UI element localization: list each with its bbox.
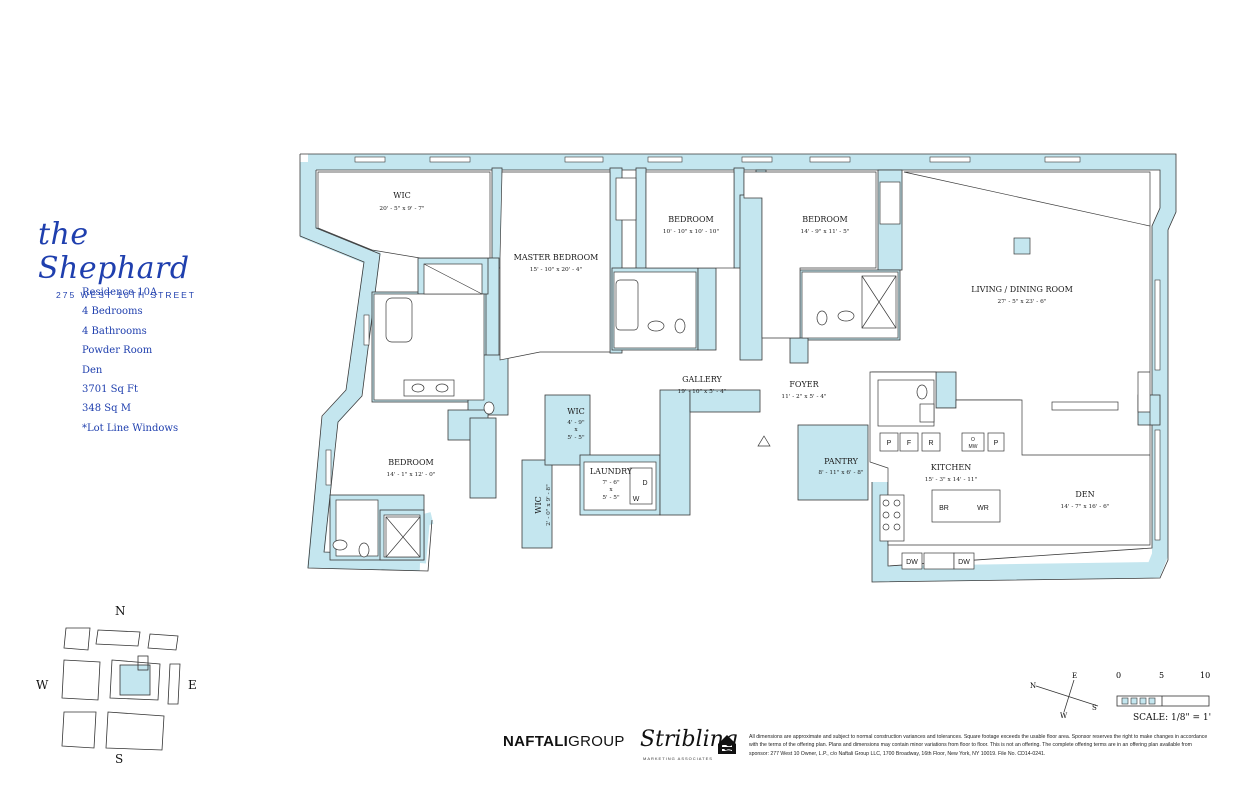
room-title-gallery: GALLERY: [682, 375, 722, 384]
location-map: [61, 627, 181, 751]
kitchen-fixtures: [629, 237, 1119, 570]
room-title-kitchen: KITCHEN: [931, 463, 971, 472]
fixture-wine-refrigerator: WR: [977, 505, 989, 512]
equal-housing-icon: [718, 735, 736, 754]
fixture-microwave: MW: [969, 444, 978, 450]
brand-address: 275 WEST 10TH STREET: [56, 290, 196, 300]
fact-bathrooms: 4 Bathrooms: [82, 325, 147, 337]
room-dims-bedroom-2: 10' - 10" x 10' - 10": [663, 229, 720, 235]
scale-tick-10: 10: [1200, 671, 1210, 680]
fixture-washer: W: [633, 496, 640, 503]
room-dims-wic-3: 2' - 0" x 9' - 8": [546, 484, 552, 526]
compass-n: N: [1030, 682, 1036, 690]
room-title-wic-3: WIC: [534, 496, 543, 514]
fixture-dryer: D: [642, 480, 647, 487]
room-title-foyer: FOYER: [789, 380, 819, 389]
scale-caption: SCALE: 1/8" = 1': [1133, 713, 1212, 723]
room-dims-laundry-x: x: [609, 487, 613, 493]
fact-bedrooms: 4 Bedrooms: [82, 306, 143, 318]
room-dims-wic: 20' - 5" x 9' - 7": [379, 206, 425, 212]
fixture-pantry-2: P: [994, 440, 999, 447]
room-title-den: DEN: [1075, 490, 1094, 499]
room-dims-pantry: 8' - 11" x 6' - 8": [818, 470, 864, 476]
map-north: N: [115, 604, 126, 618]
compass-e: E: [1072, 672, 1077, 680]
fixture-fridge: F: [907, 440, 911, 447]
fixture-pantry-1: P: [887, 440, 892, 447]
compass-w: W: [1060, 712, 1068, 720]
room-dims-wic-2-x: x: [574, 427, 578, 433]
room-title-laundry: LAUNDRY: [590, 467, 633, 476]
naftali-logo-bold: NAFTALI: [503, 733, 569, 750]
fixture-dishwasher-2: DW: [958, 559, 970, 566]
room-title-master-bedroom: MASTER BEDROOM: [514, 253, 599, 262]
room-title-wic-2: WIC: [567, 407, 585, 416]
fixture-oven: O: [971, 437, 975, 443]
room-dims-gallery: 19' - 10" x 5' - 4": [678, 389, 727, 395]
brand-block: the Shephard 275 WEST 10TH STREET: [38, 217, 238, 301]
room-dims-bedroom-4: 14' - 1" x 12' - 0": [387, 472, 436, 478]
scale-bar: 0 5 10: [1116, 671, 1210, 707]
room-interiors: [317, 171, 1151, 558]
fixture-dishwasher-1: DW: [906, 559, 918, 566]
fact-den: Den: [82, 364, 103, 376]
wall-outlines: [299, 153, 1177, 583]
fact-residence: Residence 10A: [82, 287, 158, 298]
naftali-group-logo: NAFTALIGROUP: [503, 733, 625, 750]
room-title-pantry: PANTRY: [824, 457, 859, 466]
fact-powder-room: Powder Room: [82, 345, 153, 357]
fixture-refrigerator: R: [928, 440, 933, 447]
stribling-logo: Stribling: [640, 727, 738, 752]
stribling-subtitle: MARKETING ASSOCIATES: [643, 756, 713, 761]
map-south: S: [115, 752, 124, 766]
room-labels: WIC 20' - 5" x 9' - 7" MASTER BEDROOM 15…: [379, 191, 1109, 526]
room-dims-foyer: 11' - 2" x 5' - 4": [781, 394, 827, 400]
map-west: W: [36, 678, 49, 692]
fact-sqft: 3701 Sq Ft: [82, 383, 139, 395]
room-title-bedroom-2: BEDROOM: [668, 215, 713, 224]
brand-logo: the Shephard: [38, 217, 190, 286]
fact-sqm: 348 Sq M: [82, 403, 131, 415]
room-dims-laundry-a: 7' - 6": [602, 480, 620, 486]
room-dims-wic-2-a: 4' - 9": [567, 420, 585, 426]
windows: [325, 156, 1161, 541]
fact-lot-line: *Lot Line Windows: [82, 422, 179, 434]
room-dims-living: 27' - 5" x 23' - 6": [998, 299, 1047, 305]
room-title-bedroom-3: BEDROOM: [802, 215, 847, 224]
room-title-living: LIVING / DINING ROOM: [971, 285, 1073, 294]
room-dims-bedroom-3: 14' - 9" x 11' - 5": [801, 229, 850, 235]
room-dims-master-bedroom: 15' - 10" x 20' - 4": [530, 267, 583, 273]
scale-tick-5: 5: [1159, 671, 1164, 680]
bath-fixtures: [332, 177, 935, 558]
scale-tick-0: 0: [1116, 671, 1121, 680]
north-arrow-compass: N E S W: [1030, 672, 1099, 720]
fixture-labels: P F R O MW P BR WR DW DW W D: [633, 437, 999, 566]
fixture-beverage-refrigerator: BR: [939, 505, 949, 512]
compass-s: S: [1092, 704, 1097, 712]
room-dims-kitchen: 15' - 3" x 14' - 11": [925, 477, 978, 483]
residence-facts: Residence 10A 4 Bedrooms 4 Bathrooms Pow…: [82, 283, 178, 438]
room-title-wic: WIC: [393, 191, 411, 200]
room-title-bedroom-4: BEDROOM: [388, 458, 433, 467]
legal-disclaimer: All dimensions are approximate and subje…: [749, 734, 1208, 757]
room-dims-den: 14' - 7" x 16' - 6": [1061, 504, 1110, 510]
map-east: E: [188, 678, 197, 692]
room-dims-wic-2-b: 5' - 5": [567, 435, 585, 441]
naftali-logo-rest: GROUP: [568, 733, 625, 750]
room-dims-laundry-b: 5' - 5": [602, 495, 620, 501]
